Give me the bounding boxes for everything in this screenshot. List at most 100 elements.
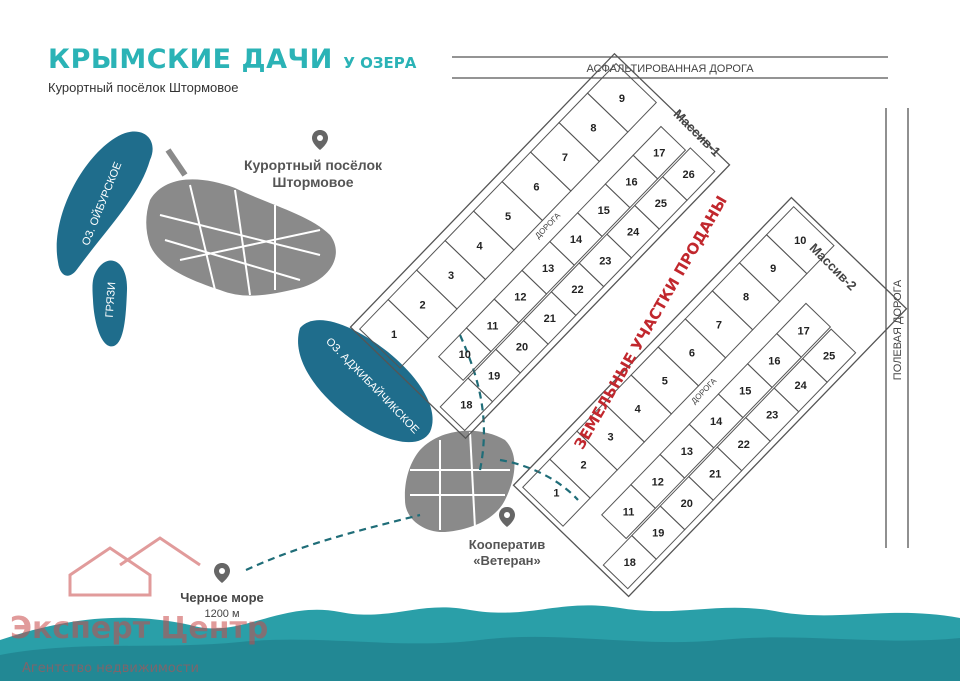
parcel[interactable]: 21 [688,446,743,501]
watermark: Эксперт Центр Агентство недвижимости [10,536,268,676]
parcel[interactable]: 10 [437,327,492,382]
field-road: ПОЛЕВАЯ ДОРОГА [885,108,909,548]
parcel-number: 12 [514,292,526,304]
parcel[interactable]: 13 [521,240,575,295]
parcel[interactable]: 15 [576,183,631,238]
town-veteran [404,430,515,533]
parcel-number: 15 [739,386,751,398]
parcel[interactable]: 3 [415,239,487,310]
parcel-number: 9 [770,263,776,275]
parcel[interactable]: 17 [632,125,687,180]
parcel[interactable]: 24 [606,204,660,259]
parcel-number: 9 [619,93,625,105]
parcel-number: 17 [653,148,665,160]
parcel[interactable]: 26 [661,147,716,202]
pin-coop-icon [499,507,515,527]
parcel-number: 13 [681,446,693,458]
parcel[interactable]: 19 [467,348,521,403]
parcel-number: 22 [571,284,583,296]
parcel[interactable]: 17 [776,302,832,358]
parcel-number: 3 [608,432,614,444]
parcel[interactable]: 20 [495,319,549,374]
parcel[interactable]: 2 [387,269,458,340]
parcel-number: 4 [476,240,483,252]
parcel-number: 8 [590,122,596,134]
parcel-number: 21 [544,313,556,325]
parcel-number: 24 [627,227,640,239]
parcel-number: 24 [795,380,808,392]
parcel-number: 5 [662,375,668,387]
lake-oibur [56,131,153,276]
sea-label-2: 1200 м [204,608,239,620]
massif-2-label: Массив-2 [807,240,860,293]
parcel[interactable]: 5 [472,180,544,251]
parcel-number: 25 [655,198,667,210]
asphalt-road: АСФАЛЬТИРОВАННАЯ ДОРОГА [452,56,888,79]
parcel-number: 13 [542,263,554,275]
parcel[interactable]: 22 [716,416,771,472]
parcel[interactable]: 25 [634,175,688,230]
parcel-number: 20 [681,498,693,510]
parcel[interactable]: 16 [746,332,802,389]
page-title: КРЫМСКИЕ ДАЧИ [48,44,333,75]
parcel[interactable]: 11 [601,483,657,540]
parcel[interactable]: 12 [493,269,548,324]
lake-gryazi [92,260,128,347]
parcel[interactable]: 22 [550,262,605,317]
parcel-number: 17 [797,325,809,337]
parcel[interactable]: 6 [501,151,572,222]
parcel[interactable]: 18 [439,377,494,432]
parcel-number: 11 [487,320,499,332]
parcel[interactable]: 23 [745,387,800,442]
parcel[interactable]: 19 [631,505,686,560]
parcel-number: 2 [419,299,425,311]
parcel[interactable]: 7 [529,121,601,192]
parcel[interactable]: 13 [659,423,715,479]
parcel[interactable]: 11 [465,298,520,353]
parcel-number: 19 [652,528,664,540]
parcel-number: 5 [505,211,511,223]
parcel-number: 16 [768,356,780,368]
page-title-suffix: У ОЗЕРА [343,54,417,72]
parcel[interactable]: 20 [659,475,714,531]
parcel-number: 7 [716,319,722,331]
parcel-number: 12 [652,476,664,488]
parcel[interactable]: 24 [773,357,828,413]
parcel[interactable]: 18 [602,534,657,590]
dashed-routes [245,334,579,571]
pin-shtormovoe-icon [312,130,328,150]
parcel[interactable]: 16 [604,154,659,209]
parcel[interactable]: 21 [522,291,577,345]
parcel-number: 20 [516,342,528,354]
parcel[interactable]: 4 [444,210,515,281]
parcel-number: 14 [570,234,583,246]
watermark-title: Эксперт Центр [10,611,268,646]
shtormovoe-label-2: Штормовое [272,174,353,190]
pin-sea-icon [214,563,230,583]
lake-adzhi [298,320,433,443]
parcel-number: 18 [624,557,636,569]
parcel-number: 11 [623,507,635,519]
parcel[interactable]: 10 [765,206,835,275]
town-shtormovoe [146,148,336,296]
parcel-number: 6 [689,347,695,359]
parcel[interactable]: 15 [717,363,773,419]
parcel-number: 23 [599,255,611,267]
parcel-number: 6 [533,181,539,193]
coop-label-1: Кооператив [469,537,545,552]
parcel[interactable]: 8 [558,92,629,163]
sea-waves-front [0,636,960,681]
parcel[interactable]: 9 [586,62,658,133]
parcel-number: 22 [738,439,750,451]
parcel-number: 21 [709,469,721,481]
asphalt-road-label: АСФАЛЬТИРОВАННАЯ ДОРОГА [586,63,754,75]
parcel[interactable]: 12 [630,453,686,509]
parcel[interactable]: 23 [578,233,633,288]
parcel[interactable]: 25 [801,328,857,383]
